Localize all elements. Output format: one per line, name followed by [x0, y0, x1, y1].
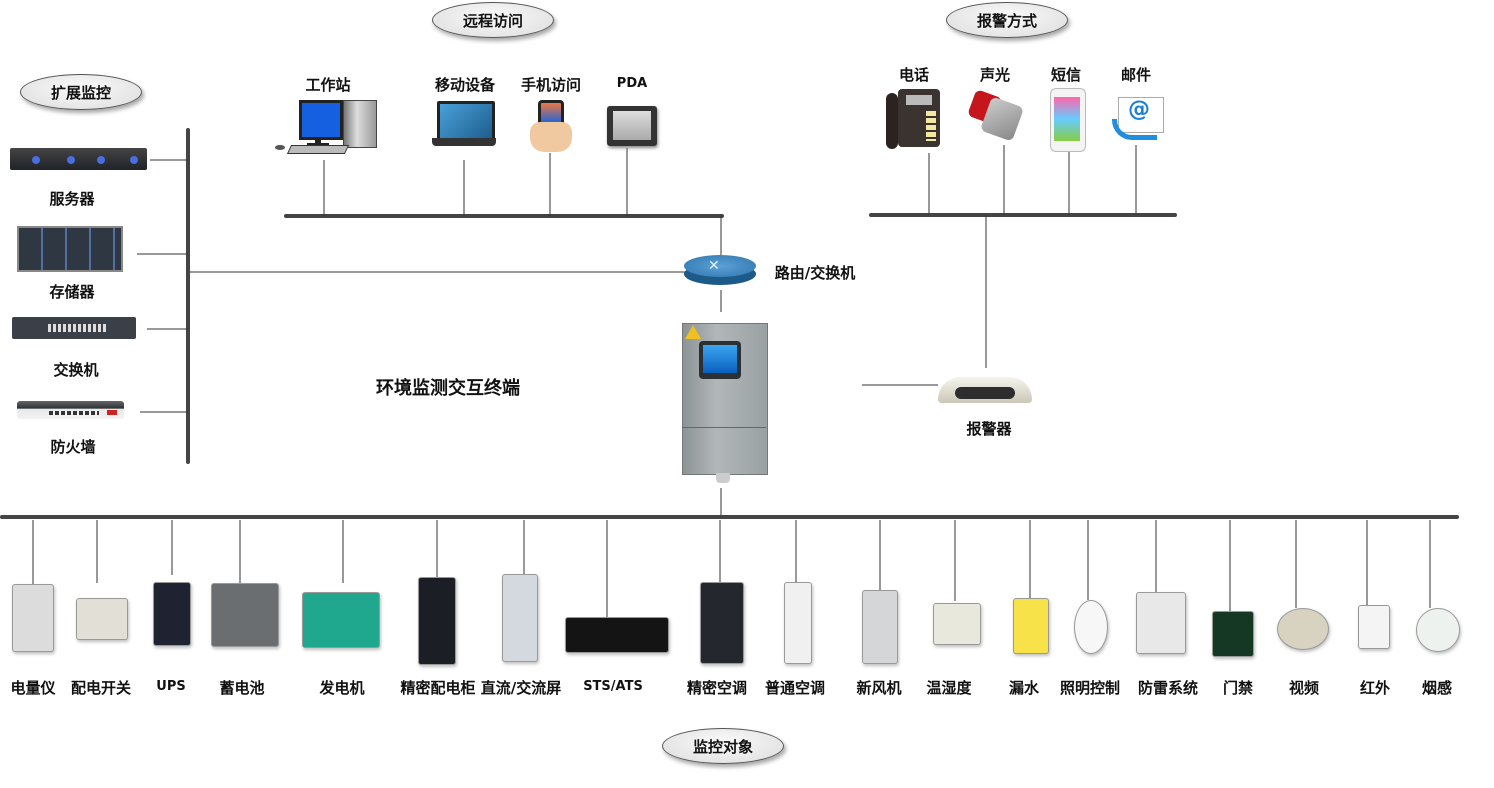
monitored-device-label: 精密空调 — [686, 679, 748, 697]
smoke-detector-icon[interactable] — [1416, 608, 1460, 652]
remote-access-bubble: 远程访问 — [432, 2, 554, 38]
monitored-device-label: 红外 — [1359, 679, 1391, 697]
alarm-methods-title: 报警方式 — [976, 11, 1037, 30]
email-icon: @ — [1110, 91, 1166, 143]
light-bulb-icon[interactable] — [1074, 600, 1108, 654]
monitored-objects-title: 监控对象 — [692, 737, 753, 756]
monitored-device-label: STS/ATS — [583, 679, 643, 694]
monitored-device-label: 精密配电柜 — [400, 679, 476, 697]
alarm-device-label: 电话 — [898, 66, 930, 84]
firewall-icon — [17, 401, 124, 419]
extended-device-label: 存储器 — [49, 283, 95, 301]
fresh-air-icon[interactable] — [862, 590, 898, 664]
thermo-hygrometer-icon[interactable] — [933, 603, 981, 645]
router-label: 路由/交换机 — [774, 264, 856, 282]
distribution-switch-icon[interactable] — [76, 598, 128, 640]
monitored-device-label: 烟感 — [1421, 679, 1453, 697]
monitored-device-label: 漏水 — [1008, 679, 1040, 697]
monitored-device-label: 新风机 — [856, 679, 902, 697]
monitored-device-label: 普通空调 — [764, 679, 826, 697]
power-meter-icon[interactable] — [12, 584, 54, 652]
extended-device-label: 防火墙 — [50, 438, 96, 456]
remote-access-title: 远程访问 — [462, 11, 523, 30]
telephone-icon — [886, 89, 942, 151]
monitored-device-label: 蓄电池 — [219, 679, 265, 697]
monitoring-terminal-icon[interactable] — [682, 323, 768, 488]
router-icon[interactable]: ✕ — [684, 255, 756, 287]
extended-monitoring-title: 扩展监控 — [50, 83, 111, 102]
monitored-device-label: 配电开关 — [70, 679, 132, 697]
server-icon — [10, 148, 147, 170]
infrared-sensor-icon[interactable] — [1358, 605, 1390, 649]
alarm-device-label: 邮件 — [1120, 66, 1152, 84]
battery-rack-icon[interactable] — [211, 583, 279, 647]
laptop-icon — [432, 101, 498, 149]
extended-monitoring-bubble: 扩展监控 — [20, 74, 142, 110]
extended-device-label: 服务器 — [49, 190, 95, 208]
smartphone-icon — [1050, 88, 1086, 152]
terminal-title: 环境监测交互终端 — [376, 378, 520, 399]
dc-ac-panel-icon[interactable] — [502, 574, 538, 662]
precision-ac-icon[interactable] — [700, 582, 744, 664]
ac-icon[interactable] — [784, 582, 812, 664]
monitored-device-label: 防雷系统 — [1137, 679, 1199, 697]
camera-icon[interactable] — [1277, 608, 1329, 650]
monitored-device-label: 电量仪 — [10, 679, 56, 697]
remote-device-label: 工作站 — [305, 76, 351, 94]
phone-hand-icon — [528, 98, 576, 154]
alarm-device-label: 短信 — [1050, 66, 1082, 84]
monitored-objects-bubble: 监控对象 — [662, 728, 784, 764]
workstation-icon — [273, 98, 378, 158]
remote-device-label: 手机访问 — [520, 76, 582, 94]
sts-ats-icon[interactable] — [565, 617, 669, 653]
water-leak-icon[interactable] — [1013, 598, 1049, 654]
monitored-device-label: 发电机 — [319, 679, 365, 697]
monitored-device-label: 温湿度 — [926, 679, 972, 697]
alarm-device-label: 声光 — [979, 66, 1011, 84]
monitored-device-label: 直流/交流屏 — [480, 679, 562, 697]
alarm-device-label: 报警器 — [966, 420, 1012, 438]
access-control-icon[interactable] — [1212, 611, 1254, 657]
extended-device-label: 交换机 — [53, 361, 99, 379]
generator-icon[interactable] — [302, 592, 380, 648]
alarm-methods-bubble: 报警方式 — [946, 2, 1068, 38]
ups-icon[interactable] — [153, 582, 191, 646]
remote-device-label: PDA — [616, 76, 648, 91]
pda-icon — [607, 106, 657, 146]
monitored-drop-lines — [32, 520, 1431, 617]
monitored-device-label: UPS — [156, 679, 186, 694]
switch-icon — [12, 317, 136, 339]
monitored-device-label: 视频 — [1288, 679, 1320, 697]
monitored-device-label: 照明控制 — [1059, 679, 1121, 697]
lightning-protection-icon[interactable] — [1136, 592, 1186, 654]
storage-icon — [17, 226, 123, 272]
alarm-device-icon[interactable] — [938, 375, 1032, 405]
precision-cabinet-icon[interactable] — [418, 577, 456, 665]
remote-device-label: 移动设备 — [434, 76, 496, 94]
siren-icon — [967, 89, 1025, 145]
monitored-device-label: 门禁 — [1222, 679, 1254, 697]
